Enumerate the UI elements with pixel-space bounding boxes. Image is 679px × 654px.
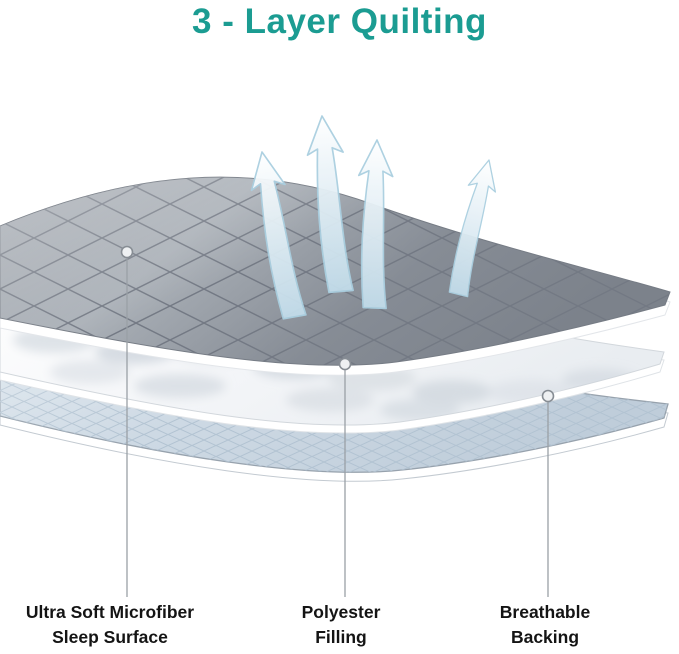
callout-dots	[120, 245, 555, 403]
callout-label-line: Backing	[510, 627, 580, 648]
callout-dot	[338, 357, 352, 371]
airflow-up-arrows-icon	[250, 115, 497, 320]
page-title: 3 - Layer Quilting	[192, 2, 487, 41]
airflow-up-arrow-icon	[357, 139, 394, 310]
callout-leaders	[126, 257, 549, 597]
callout-label-sleep-surface: Ultra Soft Microfiber Sleep Surface	[6, 600, 214, 651]
callout-label-breathable-backing: Breathable Backing	[467, 600, 623, 651]
airflow-up-arrow-icon	[250, 151, 307, 320]
airflow-up-arrow-icon	[306, 115, 354, 294]
callout-label-line: Breathable	[499, 602, 591, 622]
callout-dot	[541, 389, 555, 403]
callout-dot	[120, 245, 134, 259]
callout-label-line: Filling	[315, 627, 367, 648]
airflow-up-arrow-icon	[448, 159, 497, 298]
callout-label-polyester-filling: Polyester Filling	[263, 600, 419, 651]
callout-label-line: Sleep Surface	[52, 627, 168, 648]
callout-label-line: Polyester	[301, 602, 381, 622]
callout-label-line: Ultra Soft Microfiber	[25, 602, 195, 622]
